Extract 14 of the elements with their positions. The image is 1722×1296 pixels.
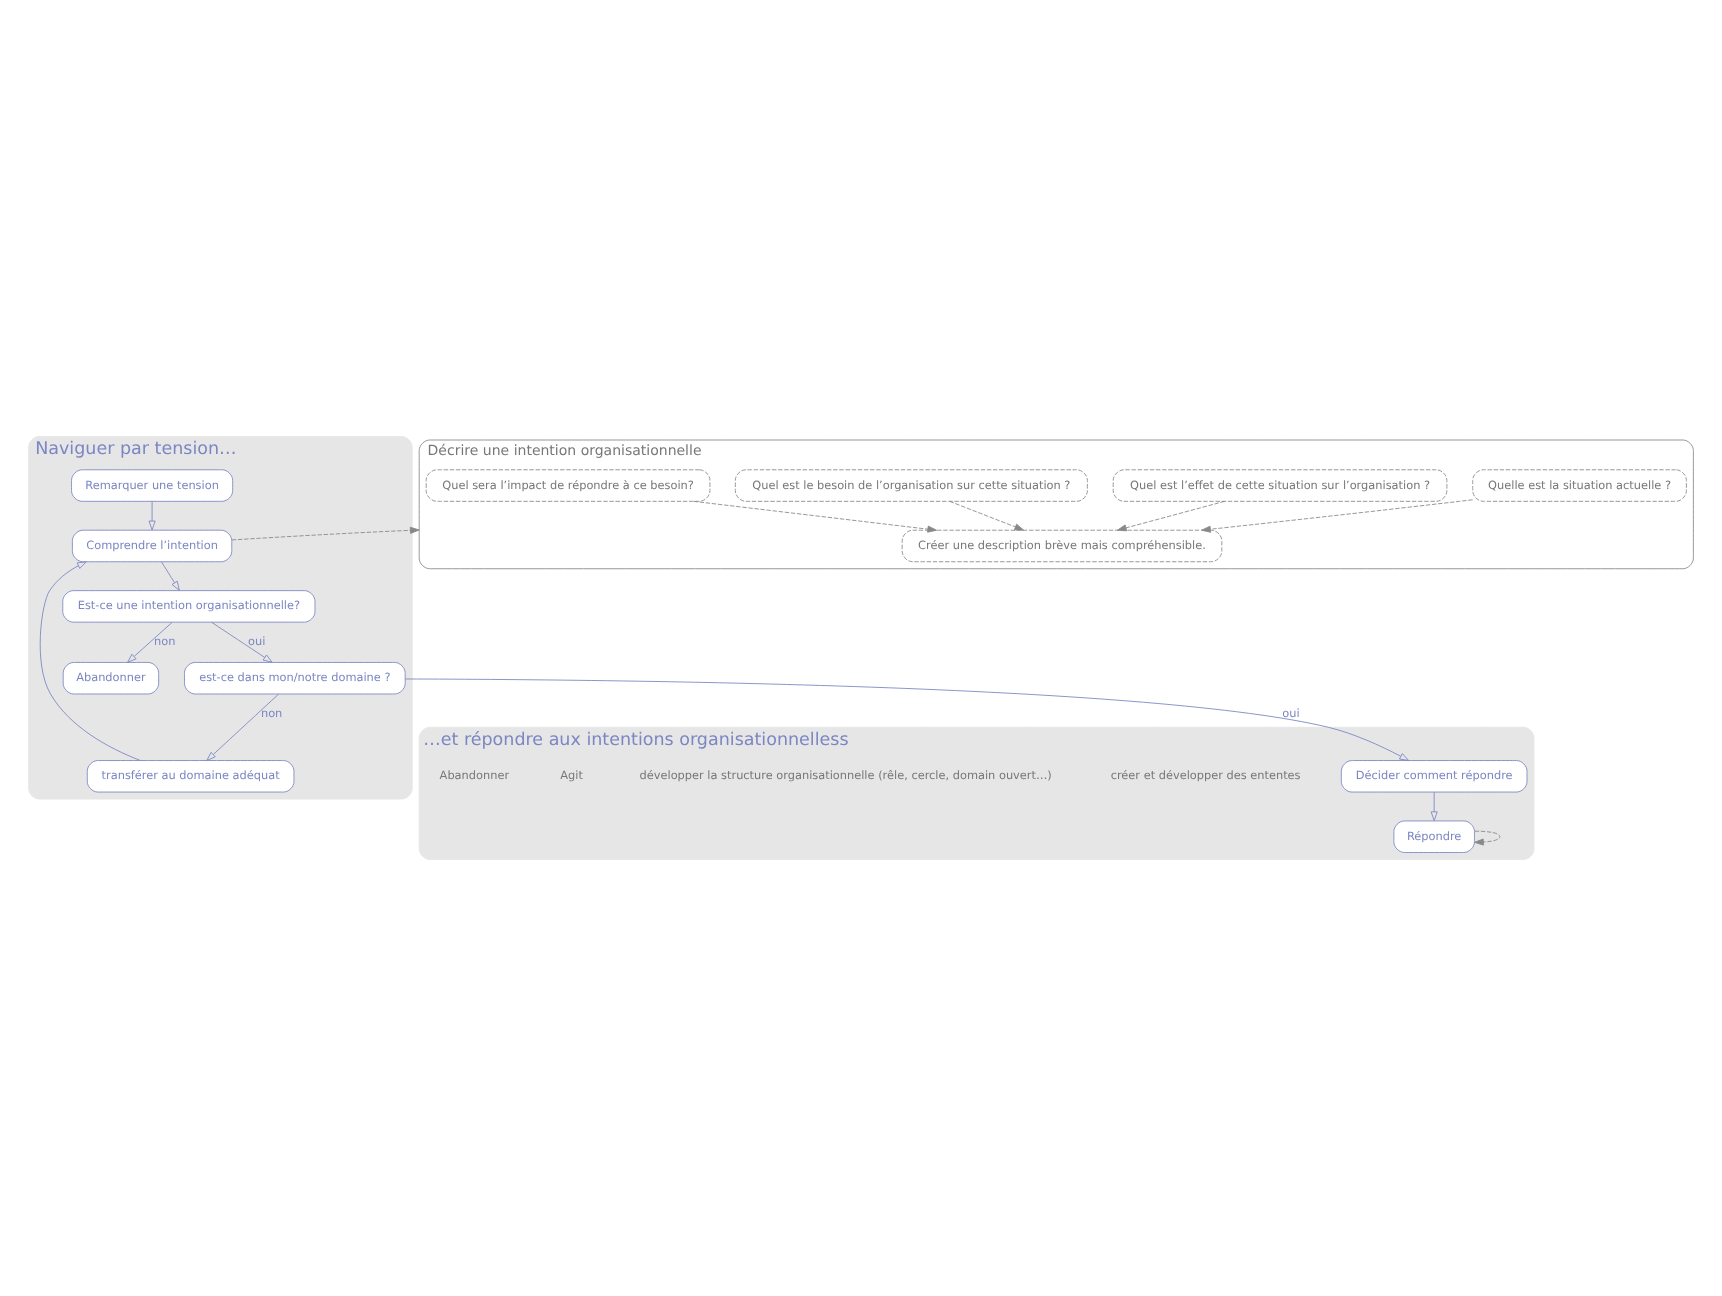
arrow [949,500,1025,531]
arrow [693,500,937,533]
arrow [161,561,180,591]
arrow [148,501,156,531]
arrow [1474,830,1501,846]
arrow [1430,791,1438,822]
arrow [127,622,173,663]
arrow [1201,499,1474,533]
arrow [231,526,420,541]
arrow [1117,500,1225,532]
arrow [405,678,1410,761]
arrow [211,621,273,663]
arrow [39,561,141,761]
arrow [206,693,279,761]
